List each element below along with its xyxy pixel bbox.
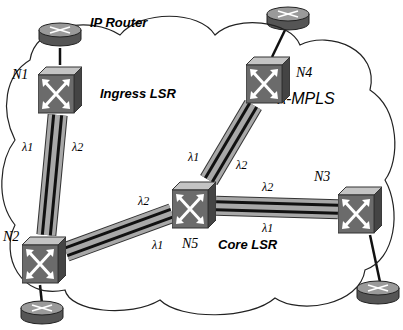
router-label: IP Router xyxy=(90,16,147,30)
icon-use xyxy=(22,237,66,283)
lsr-node: N4 xyxy=(246,55,290,105)
wavelength-label: λ1 xyxy=(188,150,199,165)
fiber-link xyxy=(205,103,256,182)
lsr-node: N3 xyxy=(338,185,382,235)
icon-use xyxy=(39,23,81,46)
ip-router-icon xyxy=(357,281,399,304)
icon-use xyxy=(246,57,290,103)
wavelength-label: λ1 xyxy=(22,140,33,155)
wavelength-label: λ2 xyxy=(262,180,273,195)
wavelength-label: λ1 xyxy=(152,238,163,253)
node-label: N3 xyxy=(314,169,330,184)
node-label: N4 xyxy=(296,65,312,80)
icon-use xyxy=(38,67,82,113)
role-label: Ingress LSR xyxy=(100,87,176,101)
fiber-link xyxy=(60,48,61,65)
router-icon xyxy=(38,22,82,48)
wavelength-label: λ2 xyxy=(72,140,83,155)
switch-icon xyxy=(172,180,216,230)
icon-use xyxy=(338,187,382,233)
switch-icon xyxy=(22,235,66,285)
role-label: Core LSR xyxy=(218,238,277,252)
node-label: N5 xyxy=(182,236,198,251)
lsr-node: N1Ingress LSR xyxy=(38,65,82,115)
switch-icon xyxy=(246,55,290,105)
switch-icon xyxy=(338,185,382,235)
lsr-node: N2 xyxy=(22,235,66,285)
wavelength-label: λ1 xyxy=(262,221,273,236)
lsr-node: N5Core LSR xyxy=(172,180,216,230)
ip-router-icon xyxy=(267,7,309,30)
icon-use xyxy=(172,182,216,228)
cloud-path xyxy=(2,16,395,315)
fiber-link xyxy=(65,209,174,255)
wavelength-label: λ2 xyxy=(236,158,247,173)
ip-router-icon xyxy=(21,301,63,324)
fiber-link xyxy=(42,115,61,236)
node-label: N1 xyxy=(12,67,28,82)
node-label: N2 xyxy=(3,229,19,244)
switch-icon xyxy=(38,65,82,115)
ip-router: IP Router xyxy=(38,22,82,48)
fiber-link xyxy=(216,202,338,214)
wavelength-label: λ2 xyxy=(138,194,149,209)
